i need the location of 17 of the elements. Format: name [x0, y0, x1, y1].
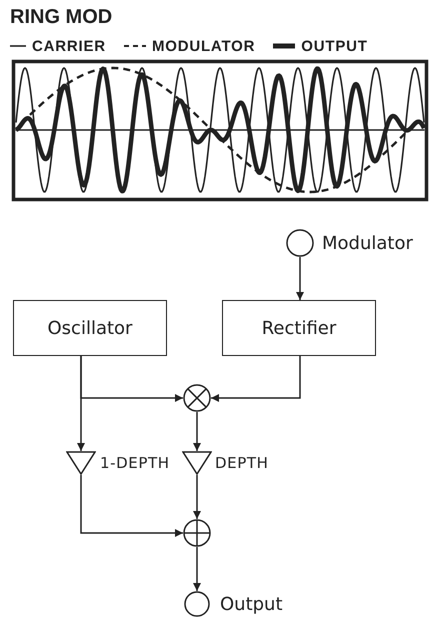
gain-label: DEPTH	[215, 454, 269, 472]
process-box: Oscillator	[13, 300, 167, 356]
arrow	[80, 475, 183, 537]
legend-label: MODULATOR	[152, 38, 256, 54]
legend-label: OUTPUT	[301, 38, 368, 54]
legend-label: CARRIER	[32, 38, 106, 54]
arrow	[193, 412, 201, 451]
port-label: Output	[220, 594, 283, 614]
arrow	[193, 475, 201, 519]
arrow	[193, 547, 201, 591]
arrow	[77, 356, 85, 451]
port-label: Modulator	[322, 232, 413, 254]
arrow	[296, 257, 304, 300]
gain-label: 1-DEPTH	[100, 454, 170, 472]
chart-title: RING MOD	[10, 6, 112, 29]
process-box: Rectifier	[222, 300, 376, 356]
arrow	[211, 356, 301, 402]
